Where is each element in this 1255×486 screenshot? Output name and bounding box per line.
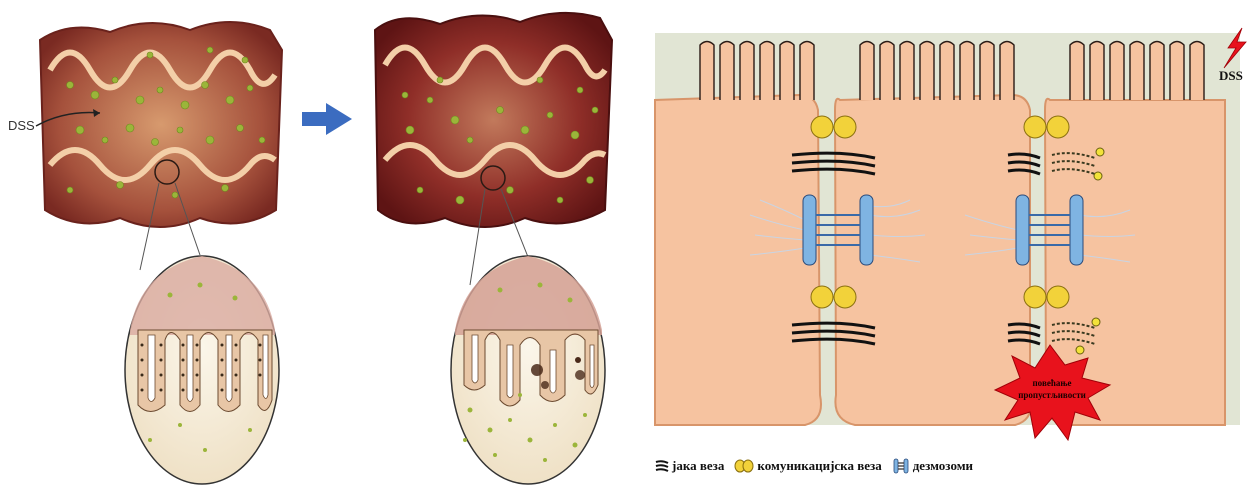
burst-text-line2: пропустљивости xyxy=(1018,390,1086,400)
legend-label: комуникацијска веза xyxy=(757,458,881,474)
inflamed-crypt-zoom xyxy=(451,256,605,484)
legend: јака веза комуникацијска веза дезмозоми xyxy=(655,455,979,477)
gap-junction-icon xyxy=(734,459,754,473)
dss-label-right: DSS xyxy=(1219,68,1243,83)
junction-diagram: повећање пропустљивости DSS xyxy=(640,0,1255,486)
legend-item-gap-junction: комуникацијска веза xyxy=(734,458,881,474)
gap-junction-icon xyxy=(811,116,833,138)
desmosome-icon xyxy=(892,458,910,474)
legend-item-tight-junction: јака веза xyxy=(655,458,724,474)
healthy-tissue xyxy=(40,22,282,227)
dss-label-left: DSS xyxy=(8,118,35,133)
colon-illustration: DSS xyxy=(0,0,640,486)
inflamed-tissue xyxy=(375,13,612,227)
legend-label: дезмозоми xyxy=(913,458,973,474)
legend-label: јака веза xyxy=(672,458,724,474)
gap-junction-icon xyxy=(834,116,856,138)
transition-arrow-icon xyxy=(302,103,352,135)
tight-junction-icon xyxy=(655,459,669,473)
healthy-crypt-zoom xyxy=(125,256,279,484)
burst-text-line1: повећање xyxy=(1033,378,1072,388)
legend-item-desmosome: дезмозоми xyxy=(892,458,973,474)
epithelial-cells xyxy=(655,95,1225,425)
